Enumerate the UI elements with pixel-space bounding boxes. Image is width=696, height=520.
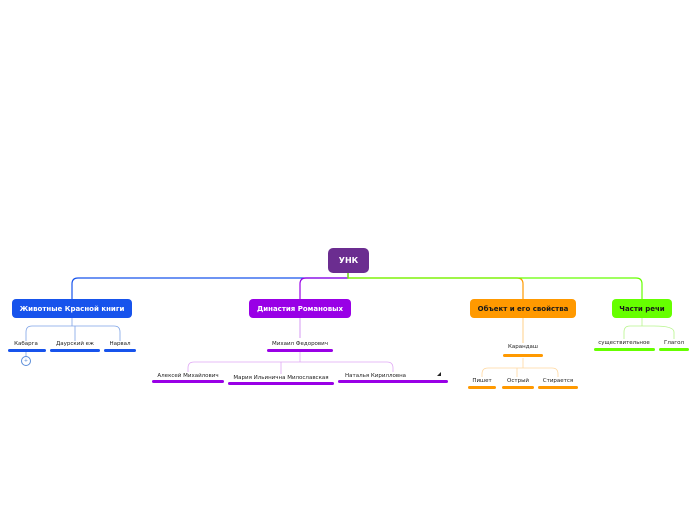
connector-root-animals: [71, 273, 349, 299]
leaf-narval-label: Нарвал: [109, 341, 131, 347]
leaf-narval[interactable]: Нарвал: [104, 340, 136, 348]
leaf-mariya-underline: [228, 382, 334, 385]
branch-animals[interactable]: Животные Красной книги: [12, 299, 132, 318]
leaf-natalya[interactable]: Наталья Кирилловна: [338, 372, 448, 380]
leaf-aleksey-underline: [152, 380, 224, 383]
leaf-daurskiy-ezh-underline: [50, 349, 100, 352]
leaf-karandash-underline: [503, 354, 543, 357]
branch-romanov-label: Династия Романовых: [256, 304, 344, 313]
leaf-ostryy-label: Острый: [507, 378, 529, 384]
connector-animals-children: [25, 317, 121, 341]
leaf-natalya-label: Наталья Кирилловна: [345, 373, 407, 379]
leaf-karandash[interactable]: Карандаш: [503, 343, 543, 351]
connector-object-grandchildren: [481, 358, 559, 377]
leaf-glagol-underline: [659, 348, 689, 351]
leaf-pishet-label: Пишет: [472, 378, 492, 384]
expand-badge-text: +: [23, 358, 29, 364]
leaf-ostryy[interactable]: Острый: [502, 377, 534, 385]
leaf-stiraetsya[interactable]: Стирается: [538, 377, 578, 385]
leaf-mariya-label: Мария Ильинична Милославская: [233, 375, 329, 381]
leaf-daurskiy-ezh[interactable]: Даурский еж: [50, 340, 100, 348]
leaf-kabarga-underline: [8, 349, 46, 352]
leaf-narval-underline: [104, 349, 136, 352]
root-label: УНК: [338, 256, 359, 265]
connector-romanov-grandchildren: [187, 352, 394, 374]
leaf-ostryy-underline: [502, 386, 534, 389]
connector-root-object: [347, 273, 524, 299]
leaf-sushchestvitelnoe-label: существительное: [598, 340, 650, 346]
root-node[interactable]: УНК: [328, 248, 369, 273]
leaf-mariya[interactable]: Мария Ильинична Милославская: [228, 374, 334, 382]
branch-object[interactable]: Объект и его свойства: [470, 299, 576, 318]
leaf-mikhail[interactable]: Михаил Федорович: [266, 340, 334, 348]
leaf-stiraetsya-underline: [538, 386, 578, 389]
leaf-karandash-label: Карандаш: [508, 344, 538, 350]
connector-parts-children: [623, 317, 675, 339]
connector-root-romanov: [299, 273, 349, 299]
leaf-pishet-underline: [468, 386, 496, 389]
leaf-aleksey-label: Алексей Михайлович: [157, 373, 219, 379]
note-indicator-icon[interactable]: [437, 372, 441, 376]
leaf-glagol[interactable]: Глагол: [659, 339, 689, 347]
branch-animals-label: Животные Красной книги: [19, 304, 125, 313]
leaf-stiraetsya-label: Стирается: [542, 378, 574, 384]
leaf-natalya-underline: [338, 380, 448, 383]
branch-parts-label: Части речи: [619, 304, 665, 313]
leaf-aleksey[interactable]: Алексей Михайлович: [152, 372, 224, 380]
leaf-mikhail-underline: [267, 349, 333, 352]
leaf-kabarga[interactable]: Кабарга: [8, 340, 44, 348]
expand-badge[interactable]: +: [21, 356, 31, 366]
leaf-glagol-label: Глагол: [663, 340, 684, 346]
branch-object-label: Объект и его свойства: [477, 304, 569, 313]
leaf-mikhail-label: Михаил Федорович: [272, 341, 328, 347]
leaf-kabarga-label: Кабарга: [14, 341, 38, 347]
branch-romanov[interactable]: Династия Романовых: [249, 299, 351, 318]
connector-root-parts: [347, 273, 643, 299]
leaf-sushchestvitelnoe-underline: [594, 348, 655, 351]
leaf-daurskiy-ezh-label: Даурский еж: [56, 341, 94, 347]
leaf-pishet[interactable]: Пишет: [468, 377, 496, 385]
leaf-sushchestvitelnoe[interactable]: существительное: [594, 339, 654, 347]
branch-parts[interactable]: Части речи: [612, 299, 672, 318]
